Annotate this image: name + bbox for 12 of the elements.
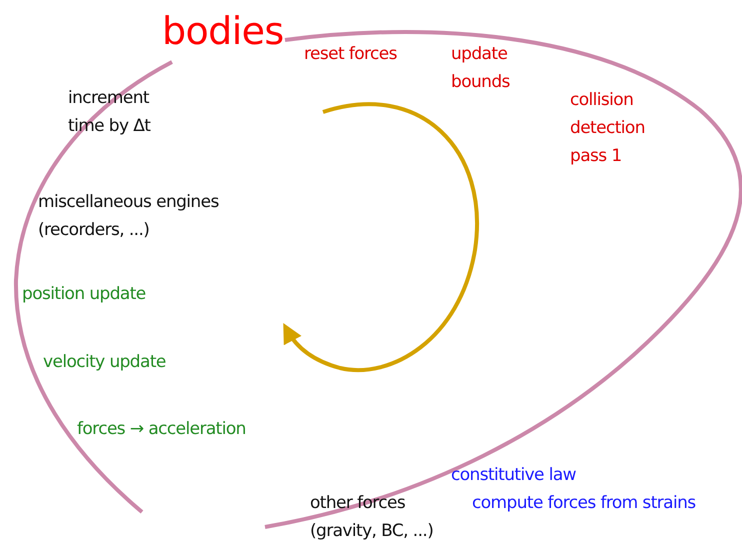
step-label: increment time by Δt: [68, 87, 152, 138]
step-label: compute forces from strains: [472, 492, 696, 515]
step-label: reset forces: [304, 43, 397, 66]
step-label: forces → acceleration: [77, 418, 246, 441]
step-label: position update: [22, 283, 146, 306]
step-label: miscellaneous engines (recorders, ...): [38, 191, 220, 242]
cycle-title: bodies: [162, 8, 284, 54]
step-label: constitutive law: [451, 464, 576, 487]
step-label: update bounds: [451, 43, 511, 94]
step-label: velocity update: [43, 351, 166, 374]
step-label: collision detection pass 1: [570, 89, 646, 168]
step-label: other forces (gravity, BC, ...): [310, 492, 434, 542]
